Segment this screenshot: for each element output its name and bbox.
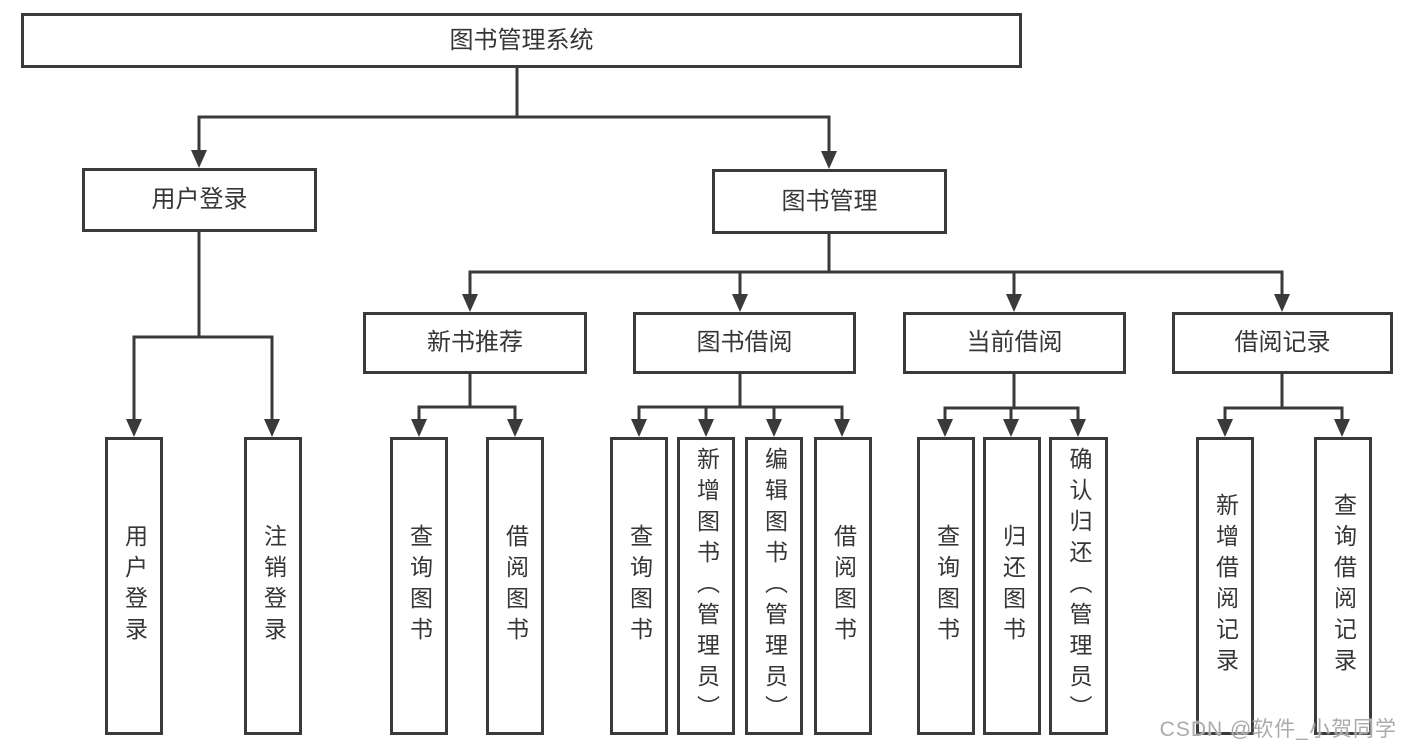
arrowhead bbox=[264, 419, 280, 437]
leaf-add-borrow-record: 新增借阅记录 bbox=[1196, 437, 1254, 735]
arrowhead bbox=[766, 419, 782, 437]
arrowhead bbox=[698, 419, 714, 437]
arrowhead bbox=[1070, 419, 1086, 437]
connector-borrowrecords-to-leaves bbox=[1217, 374, 1350, 437]
node-user-login: 用户登录 bbox=[82, 168, 317, 232]
leaf-logout: 注销登录 bbox=[244, 437, 302, 735]
leaf-query-borrow-record: 查询借阅记录 bbox=[1314, 437, 1372, 735]
arrowhead bbox=[411, 419, 427, 437]
leaf-query-books-3: 查询图书 bbox=[917, 437, 975, 735]
leaf-return-books: 归还图书 bbox=[983, 437, 1041, 735]
arrowhead bbox=[631, 419, 647, 437]
leaf-confirm-return-admin: 确认归还（管理员） bbox=[1049, 437, 1108, 735]
connector-newbook-to-leaves bbox=[411, 374, 523, 437]
leaf-user-login: 用户登录 bbox=[105, 437, 163, 735]
node-book-borrowing: 图书借阅 bbox=[633, 312, 856, 374]
arrowhead bbox=[507, 419, 523, 437]
leaf-query-books-2: 查询图书 bbox=[610, 437, 668, 735]
connector-currentborrow-to-leaves bbox=[937, 374, 1086, 437]
leaf-borrow-books-2: 借阅图书 bbox=[814, 437, 872, 735]
leaf-add-books-admin: 新增图书（管理员） bbox=[677, 437, 735, 735]
connector-bookborrow-to-leaves bbox=[631, 374, 850, 437]
arrowhead bbox=[1217, 419, 1233, 437]
leaf-query-books-1: 查询图书 bbox=[390, 437, 448, 735]
connector-userlogin-to-leaves bbox=[126, 232, 280, 437]
arrowhead bbox=[1334, 419, 1350, 437]
node-new-book-recommend: 新书推荐 bbox=[363, 312, 587, 374]
leaf-borrow-books-1: 借阅图书 bbox=[486, 437, 544, 735]
connector-root-to-level2 bbox=[191, 68, 837, 169]
connector-bookmgmt-to-level3 bbox=[462, 234, 1290, 312]
arrowhead bbox=[191, 150, 207, 168]
arrowhead bbox=[1003, 419, 1019, 437]
arrowhead bbox=[937, 419, 953, 437]
node-current-borrowing: 当前借阅 bbox=[903, 312, 1126, 374]
arrowhead bbox=[462, 294, 478, 312]
arrowhead bbox=[821, 151, 837, 169]
arrowhead bbox=[732, 294, 748, 312]
csdn-watermark: CSDN @软件_小贺同学 bbox=[1159, 718, 1397, 741]
arrowhead bbox=[834, 419, 850, 437]
arrowhead bbox=[126, 419, 142, 437]
arrowhead bbox=[1274, 294, 1290, 312]
leaf-edit-books-admin: 编辑图书（管理员） bbox=[745, 437, 803, 735]
node-book-management: 图书管理 bbox=[712, 169, 947, 234]
node-root: 图书管理系统 bbox=[21, 13, 1022, 68]
node-borrow-records: 借阅记录 bbox=[1172, 312, 1393, 374]
arrowhead bbox=[1006, 294, 1022, 312]
